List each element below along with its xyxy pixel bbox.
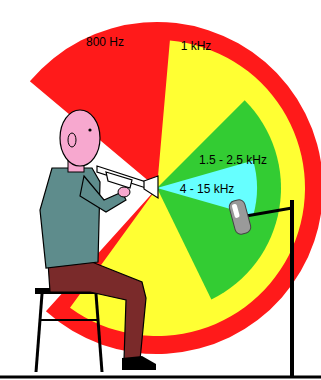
floor-line [0, 376, 321, 379]
band-label: 4 - 15 kHz [180, 182, 235, 196]
sector-1500-2500hz [157, 100, 281, 299]
microphone-stand [246, 200, 292, 376]
trumpet [97, 166, 158, 198]
microphone [228, 199, 252, 236]
chair [35, 288, 103, 372]
sector-800hz [30, 22, 321, 354]
player-legs [48, 262, 156, 370]
player-head [60, 110, 100, 172]
band-label: 800 Hz [86, 35, 124, 49]
band-label: 1 kHz [181, 39, 212, 53]
radiation-sectors [30, 22, 321, 354]
band-label: 1.5 - 2.5 kHz [199, 153, 267, 167]
